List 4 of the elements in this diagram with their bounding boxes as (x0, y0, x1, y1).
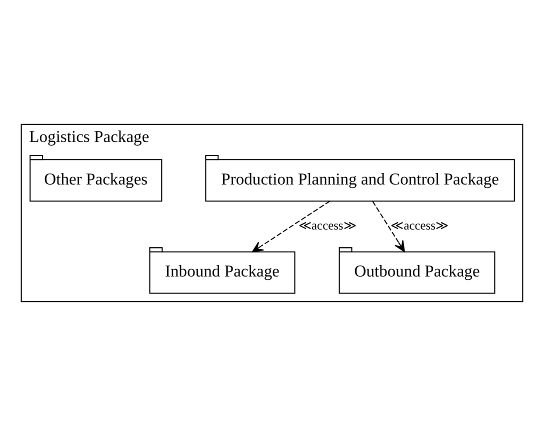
edge-label: ≪access≫ (390, 218, 448, 232)
arrow (372, 200, 405, 252)
edge-label: ≪access≫ (298, 218, 356, 232)
arrow (252, 200, 330, 252)
